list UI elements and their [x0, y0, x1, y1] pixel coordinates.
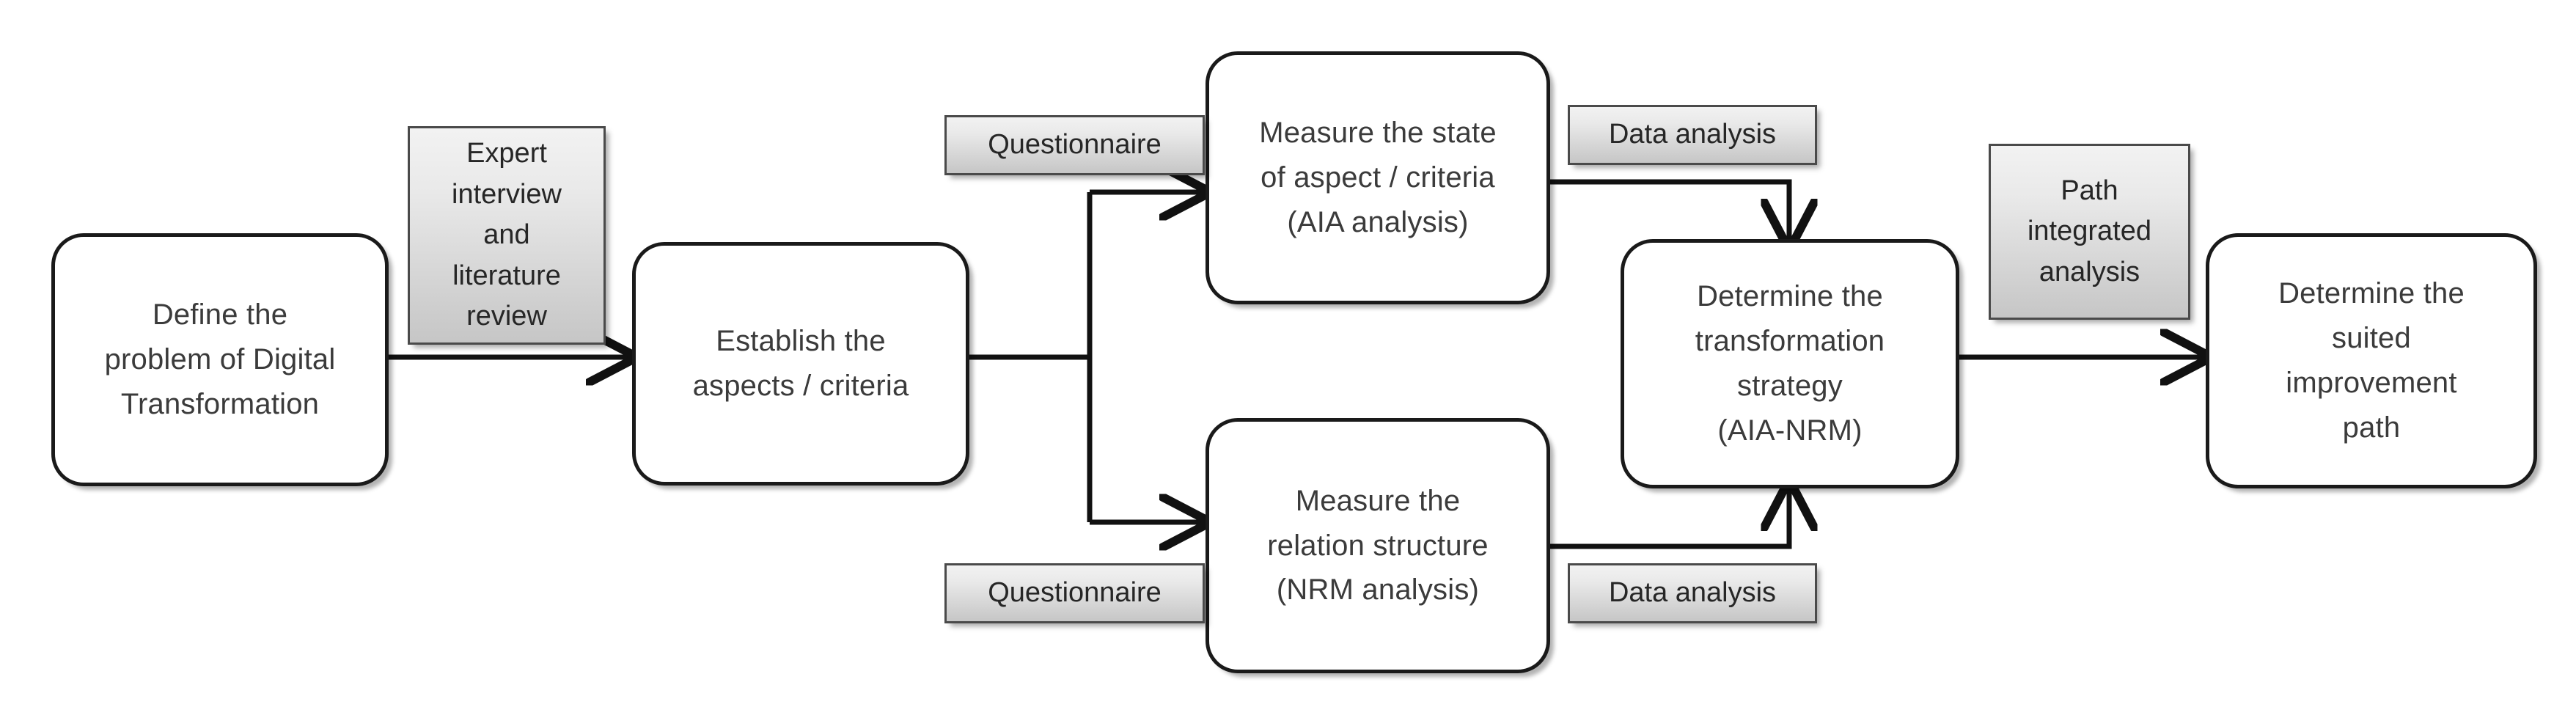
tag-data-analysis-top[interactable]: Data analysis [1568, 105, 1817, 165]
node-determine-path[interactable]: Determine the suited improvement path [2206, 233, 2537, 488]
tag-expert-interview-label: Expert interview and literature review [452, 138, 562, 332]
tag-expert-interview[interactable]: Expert interview and literature review [408, 126, 606, 345]
connector-aia-to-strategy [1549, 179, 1789, 242]
tag-questionnaire-bottom[interactable]: Questionnaire [944, 563, 1205, 623]
node-measure-relation-nrm[interactable]: Measure the relation structure (NRM anal… [1206, 418, 1550, 673]
node-measure-state-aia-label: Measure the state of aspect / criteria (… [1259, 117, 1497, 238]
node-measure-relation-nrm-label: Measure the relation structure (NRM anal… [1267, 484, 1489, 607]
node-determine-strategy[interactable]: Determine the transformation strategy (A… [1621, 239, 1959, 488]
tag-questionnaire-bottom-label: Questionnaire [988, 577, 1162, 609]
tag-data-analysis-top-label: Data analysis [1608, 119, 1777, 150]
connector-nrm-to-strategy [1549, 488, 1789, 549]
tag-questionnaire-top[interactable]: Questionnaire [944, 115, 1205, 175]
tag-data-analysis-bottom-label: Data analysis [1608, 577, 1777, 609]
node-measure-state-aia[interactable]: Measure the state of aspect / criteria (… [1206, 51, 1550, 304]
node-determine-strategy-label: Determine the transformation strategy (A… [1695, 280, 1885, 447]
tag-path-integrated[interactable]: Path integrated analysis [1989, 144, 2190, 320]
tag-data-analysis-bottom[interactable]: Data analysis [1568, 563, 1817, 623]
node-define-problem-label: Define the problem of Digital Transforma… [104, 298, 336, 420]
tag-questionnaire-top-label: Questionnaire [988, 129, 1162, 161]
node-establish-aspects[interactable]: Establish the aspects / criteria [632, 242, 969, 486]
node-establish-aspects-label: Establish the aspects / criteria [692, 325, 909, 402]
node-define-problem[interactable]: Define the problem of Digital Transforma… [51, 233, 389, 486]
tag-path-integrated-label: Path integrated analysis [2027, 175, 2151, 287]
node-determine-path-label: Determine the suited improvement path [2278, 277, 2465, 444]
